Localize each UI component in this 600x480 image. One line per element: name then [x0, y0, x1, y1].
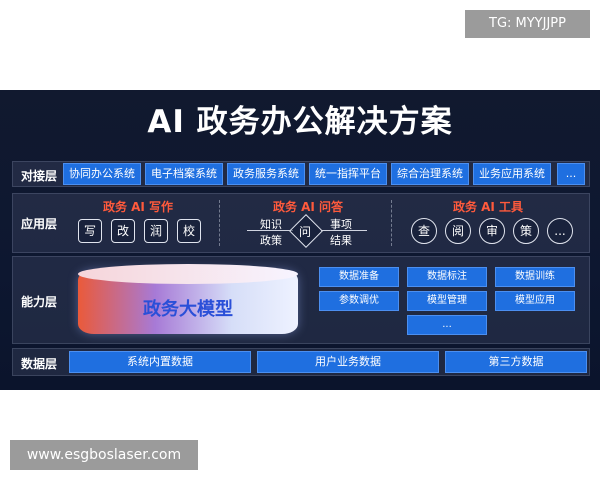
qa-matters: 事项: [330, 218, 352, 231]
interface-item-5: 综合治理系统: [391, 163, 469, 185]
capability-more: ...: [407, 315, 487, 335]
watermark-bottom: www.esgboslaser.com: [10, 440, 198, 470]
model-cylinder-label: 政务大模型: [143, 299, 233, 320]
model-cylinder-top: [78, 264, 298, 284]
writing-item-write: 写: [78, 219, 102, 243]
qa-right-line: [321, 230, 367, 231]
data-item-builtin: 系统内置数据: [69, 351, 251, 373]
data-layer-row: 数据层 系统内置数据 用户业务数据 第三方数据: [12, 348, 590, 376]
interface-item-4: 统一指挥平台: [309, 163, 387, 185]
qa-question: 问: [298, 225, 311, 239]
application-layer-label: 应用层: [21, 217, 58, 231]
watermark-top: TG: MYYJJPP: [465, 10, 590, 38]
data-item-user: 用户业务数据: [257, 351, 439, 373]
capability-layer-label: 能力层: [21, 295, 58, 309]
capability-model-manage: 模型管理: [407, 291, 487, 311]
interface-layer-label: 对接层: [21, 169, 58, 183]
writing-item-edit: 改: [111, 219, 135, 243]
tool-search: 查: [411, 218, 437, 244]
capability-data-train: 数据训练: [495, 267, 575, 287]
tools-section-title: 政务 AI 工具: [452, 200, 524, 214]
interface-item-2: 电子档案系统: [145, 163, 223, 185]
tool-read: 阅: [445, 218, 471, 244]
tool-more: ...: [547, 218, 573, 244]
section-divider: [219, 200, 220, 246]
data-item-third-party: 第三方数据: [445, 351, 587, 373]
qa-left-line: [247, 230, 293, 231]
writing-section-title: 政务 AI 写作: [102, 200, 174, 214]
capability-data-label: 数据标注: [407, 267, 487, 287]
interface-layer-row: 对接层 协同办公系统 电子档案系统 政务服务系统 统一指挥平台 综合治理系统 业…: [12, 161, 590, 187]
writing-item-proofread: 校: [177, 219, 201, 243]
capability-data-prep: 数据准备: [319, 267, 399, 287]
qa-section-title: 政务 AI 问答: [272, 200, 344, 214]
interface-item-more: ...: [557, 163, 585, 185]
solution-banner: AI 政务办公解决方案 对接层 协同办公系统 电子档案系统 政务服务系统 统一指…: [0, 90, 600, 390]
writing-item-polish: 润: [144, 219, 168, 243]
capability-param-tune: 参数调优: [319, 291, 399, 311]
tool-strategy: 策: [513, 218, 539, 244]
tool-review: 审: [479, 218, 505, 244]
interface-item-1: 协同办公系统: [63, 163, 141, 185]
data-layer-label: 数据层: [21, 357, 58, 371]
page-title: AI 政务办公解决方案: [147, 104, 453, 140]
capability-model-apply: 模型应用: [495, 291, 575, 311]
qa-policy: 政策: [260, 234, 282, 247]
qa-knowledge: 知识: [260, 218, 282, 231]
qa-results: 结果: [330, 234, 352, 247]
application-layer-row: 应用层 政务 AI 写作 写 改 润 校 政务 AI 问答 知识 政策 问 事项…: [12, 193, 590, 253]
section-divider: [391, 200, 392, 246]
interface-item-3: 政务服务系统: [227, 163, 305, 185]
interface-item-6: 业务应用系统: [473, 163, 551, 185]
